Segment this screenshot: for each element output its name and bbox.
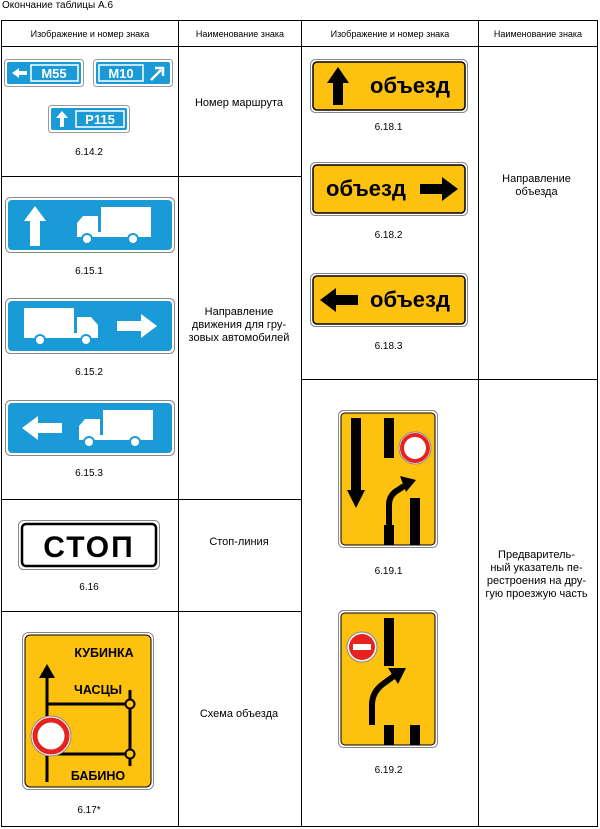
place-name: БАБИНО	[71, 769, 126, 783]
sign-6-15-2	[5, 298, 175, 354]
header-image-number: Изображение и номер знака	[330, 29, 450, 39]
sign-number: 6.18.2	[374, 230, 403, 241]
arrow-up-icon	[39, 664, 55, 678]
sign-name: Направление движения для гру- зовых авто…	[188, 306, 290, 344]
detour-text: объезд	[326, 176, 406, 201]
sign-number: 6.19.1	[374, 566, 403, 577]
stop-text: СТОП	[43, 531, 134, 564]
no-entry-icon	[346, 631, 378, 663]
header-image-number: Изображение и номер знака	[30, 29, 150, 39]
sign-6-19-2	[338, 610, 438, 748]
truck-icon	[79, 410, 153, 448]
arrow-right-icon	[420, 177, 458, 201]
arrow-up-right-icon	[388, 668, 406, 684]
prohibition-sign-icon	[398, 431, 432, 465]
sign-6-18-3: объезд	[310, 273, 468, 327]
prohibition-sign-icon	[30, 715, 72, 757]
route-number: М10	[108, 66, 133, 81]
header-sign-name: Наименование знака	[195, 29, 285, 39]
col-divider	[301, 21, 302, 826]
sign-number: 6.15.3	[75, 468, 103, 479]
sign-number: 6.18.1	[374, 122, 403, 133]
sign-number: 6.17*	[77, 805, 101, 816]
sign-number: 6.15.2	[75, 367, 103, 378]
arrow-down-icon	[347, 490, 365, 508]
sign-6-14-2-a: М55	[4, 59, 84, 87]
arrow-up-right-icon	[400, 476, 416, 492]
arrow-left-icon	[22, 416, 62, 440]
sign-number: 6.14.2	[75, 147, 103, 158]
arrow-left-icon	[320, 288, 358, 312]
arrow-up-icon	[56, 111, 68, 127]
sign-6-14-2-b: М10	[93, 59, 173, 87]
truck-icon	[24, 308, 98, 346]
sign-6-15-3	[5, 400, 175, 456]
place-name: ЧАСЦЫ	[74, 683, 122, 697]
sign-6-19-1	[338, 410, 438, 548]
sign-6-15-1	[5, 197, 175, 253]
arrow-up-icon	[327, 67, 349, 105]
route-number: Р115	[85, 112, 115, 127]
sign-name: Номер маршрута	[194, 97, 284, 109]
arrow-left-icon	[12, 68, 27, 78]
route-number: М55	[41, 66, 66, 81]
sign-number: 6.19.2	[374, 765, 403, 776]
arrow-up-icon	[24, 206, 46, 246]
sign-name: Стоп-линия	[209, 536, 269, 548]
header-sign-name: Наименование знака	[493, 29, 583, 39]
table-caption: Окончание таблицы А.6	[2, 0, 114, 11]
col-divider	[178, 21, 179, 826]
row-divider	[2, 611, 301, 612]
place-name: КУБИНКА	[74, 646, 133, 660]
sign-name: Направление объезда	[502, 173, 571, 198]
detour-text: объезд	[370, 287, 450, 312]
arrow-right-icon	[117, 314, 157, 338]
truck-icon	[77, 207, 151, 245]
row-divider	[301, 379, 597, 380]
sign-number: 6.18.3	[374, 341, 403, 352]
sign-6-14-2-c: Р115	[48, 105, 130, 133]
sign-6-17: КУБИНКА ЧАСЦЫ БАБИНО	[22, 632, 154, 790]
sign-6-18-1: объезд	[310, 59, 468, 113]
sign-6-18-2: объезд	[310, 162, 468, 216]
sign-name: Схема объезда	[199, 708, 279, 720]
sign-6-16: СТОП	[18, 520, 160, 570]
row-divider	[2, 176, 301, 177]
col-divider	[478, 21, 479, 826]
signs-table: Изображение и номер знака Наименование з…	[1, 20, 598, 827]
row-divider	[2, 499, 301, 500]
header-divider	[2, 46, 597, 47]
arrow-up-right-icon	[150, 66, 165, 81]
sign-name: Предваритель- ный указатель пе- рестроен…	[485, 549, 588, 600]
sign-number: 6.15.1	[75, 266, 103, 277]
sign-number: 6.16	[79, 582, 99, 593]
detour-text: объезд	[370, 73, 450, 98]
